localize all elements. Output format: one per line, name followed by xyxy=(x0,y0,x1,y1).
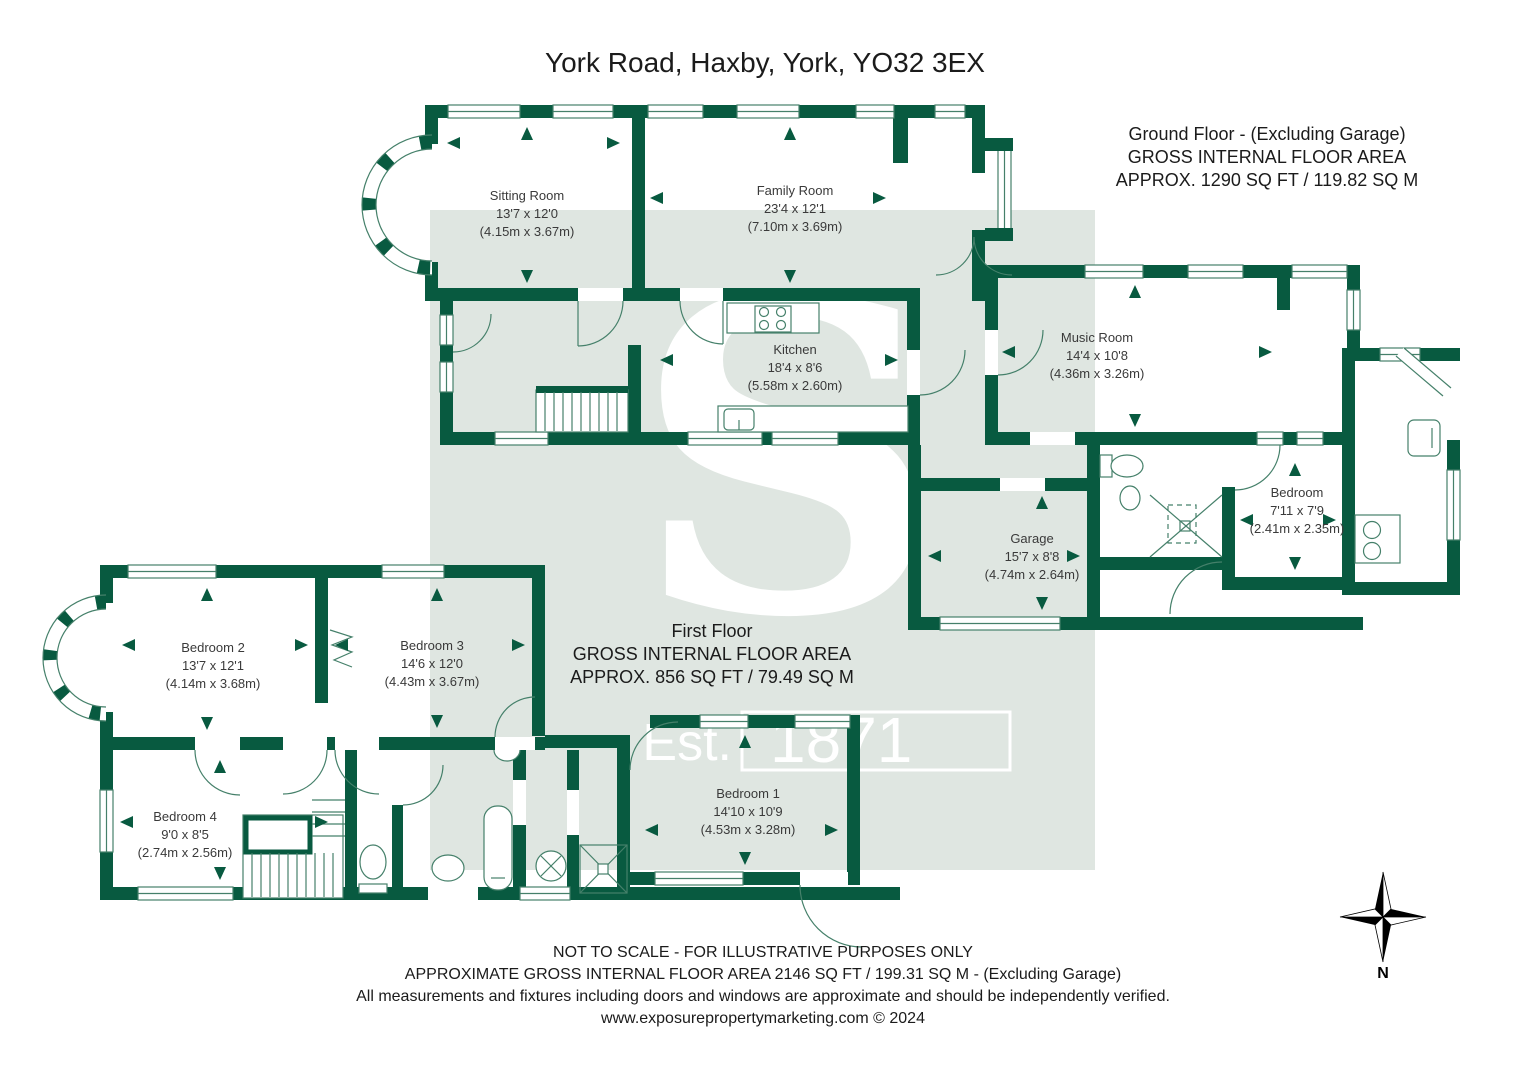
room-dims-m: (7.10m x 3.69m) xyxy=(748,219,843,234)
ground-floor-windows xyxy=(439,104,1461,631)
first-floor-arrows xyxy=(120,588,838,880)
heading-line: First Floor xyxy=(672,621,753,641)
room-dims-ft: 9'0 x 8'5 xyxy=(161,827,209,842)
room-dims-ft: 7'11 x 7'9 xyxy=(1270,503,1324,518)
room-dims-m: (2.41m x 2.35m) xyxy=(1250,521,1345,536)
room-dims-ft: 18'4 x 8'6 xyxy=(768,360,823,375)
room-label: Family Room xyxy=(757,183,834,198)
room-dims-m: (4.14m x 3.68m) xyxy=(166,676,261,691)
heading-line: APPROX. 1290 SQ FT / 119.82 SQ M xyxy=(1116,170,1418,190)
room-dims-ft: 13'7 x 12'1 xyxy=(182,658,244,673)
room-label: Bedroom 4 xyxy=(153,809,217,824)
kitchen-counter xyxy=(717,405,909,433)
toilet-cistern xyxy=(1099,454,1113,478)
room-dims-m: (4.74m x 2.64m) xyxy=(985,567,1080,582)
heading-line: GROSS INTERNAL FLOOR AREA xyxy=(573,644,851,664)
footer-line: APPROXIMATE GROSS INTERNAL FLOOR AREA 21… xyxy=(405,966,1121,983)
compass-north-label: N xyxy=(1377,965,1389,982)
kitchen-island xyxy=(726,302,820,334)
room-dims-m: (4.15m x 3.67m) xyxy=(480,224,575,239)
room-dims-ft: 15'7 x 8'8 xyxy=(1005,549,1060,564)
page-title: York Road, Haxby, York, YO32 3EX xyxy=(545,47,985,78)
room-dims-ft: 23'4 x 12'1 xyxy=(764,201,826,216)
bathroom-fixtures xyxy=(1099,454,1223,558)
room-label: Bedroom 2 xyxy=(181,640,245,655)
room-label: Music Room xyxy=(1061,330,1133,345)
room-dims-m: (4.36m x 3.26m) xyxy=(1050,366,1145,381)
first-floor-doors xyxy=(194,629,863,948)
ground-floor-heading: Ground Floor - (Excluding Garage) GROSS … xyxy=(1116,124,1418,190)
ground-floor-doors xyxy=(452,236,1281,615)
footer-disclaimer: NOT TO SCALE - FOR ILLUSTRATIVE PURPOSES… xyxy=(356,944,1170,1027)
toilet xyxy=(1110,454,1144,478)
heading-line: Ground Floor - (Excluding Garage) xyxy=(1128,124,1405,144)
bathtub xyxy=(483,805,513,891)
hob xyxy=(754,305,792,333)
room-dims-m: (2.74m x 2.56m) xyxy=(138,845,233,860)
room-dims-m: (5.58m x 2.60m) xyxy=(748,378,843,393)
appliance xyxy=(1407,419,1441,457)
sitting-room-bay-window xyxy=(361,134,433,276)
heading-line: APPROX. 856 SQ FT / 79.49 SQ M xyxy=(570,667,854,687)
room-dims-ft: 14'10 x 10'9 xyxy=(713,804,782,819)
room-dims-m: (4.43m x 3.67m) xyxy=(385,674,480,689)
heading-line: GROSS INTERNAL FLOOR AREA xyxy=(1128,147,1406,167)
first-floor-windows xyxy=(99,564,851,901)
first-floor-plan: Bedroom 2 13'7 x 12'1 (4.14m x 3.68m) Be… xyxy=(42,564,900,948)
first-floor-stairs xyxy=(242,799,345,899)
ground-floor-plan: Sitting Room 13'7 x 12'0 (4.15m x 3.67m)… xyxy=(361,104,1461,631)
room-label: Garage xyxy=(1010,531,1053,546)
wc-basin xyxy=(493,749,521,762)
room-label: Bedroom 3 xyxy=(400,638,464,653)
room-label: Kitchen xyxy=(773,342,816,357)
room-dims-ft: 13'7 x 12'0 xyxy=(496,206,558,221)
first-floor-labels: Bedroom 2 13'7 x 12'1 (4.14m x 3.68m) Be… xyxy=(138,638,796,860)
footer-line: All measurements and fixtures including … xyxy=(356,988,1170,1005)
ground-floor-arrows xyxy=(447,127,1336,610)
compass-icon: N xyxy=(1339,871,1427,982)
watermark-year-box xyxy=(740,710,1012,772)
room-label: Sitting Room xyxy=(490,188,564,203)
toilet xyxy=(359,844,387,880)
room-dims-ft: 14'6 x 12'0 xyxy=(401,656,463,671)
footer-website-line: www.exposurepropertymarketing.com © 2024 xyxy=(600,1010,925,1027)
first-floor-heading: First Floor GROSS INTERNAL FLOOR AREA AP… xyxy=(570,621,854,687)
folding-door xyxy=(329,629,354,668)
basin xyxy=(1119,485,1141,511)
shower xyxy=(579,844,628,894)
room-label: Bedroom xyxy=(1271,485,1324,500)
toilet-base xyxy=(358,883,388,894)
room-dims-m: (4.53m x 3.28m) xyxy=(701,822,796,837)
ground-floor-labels: Sitting Room 13'7 x 12'0 (4.15m x 3.67m)… xyxy=(480,183,1345,582)
footer-line: NOT TO SCALE - FOR ILLUSTRATIVE PURPOSES… xyxy=(553,944,973,961)
utility-hob xyxy=(1354,514,1401,564)
ground-floor-stairs xyxy=(535,386,629,433)
first-floor-bathroom-fixtures xyxy=(358,805,628,894)
basin xyxy=(431,854,465,882)
shower xyxy=(1167,504,1197,544)
kitchen-fixtures xyxy=(717,302,909,433)
bedroom2-bay-window xyxy=(42,594,107,722)
room-label: Bedroom 1 xyxy=(716,786,780,801)
room-dims-ft: 14'4 x 10'8 xyxy=(1066,348,1128,363)
utility-fixtures xyxy=(1354,419,1441,564)
